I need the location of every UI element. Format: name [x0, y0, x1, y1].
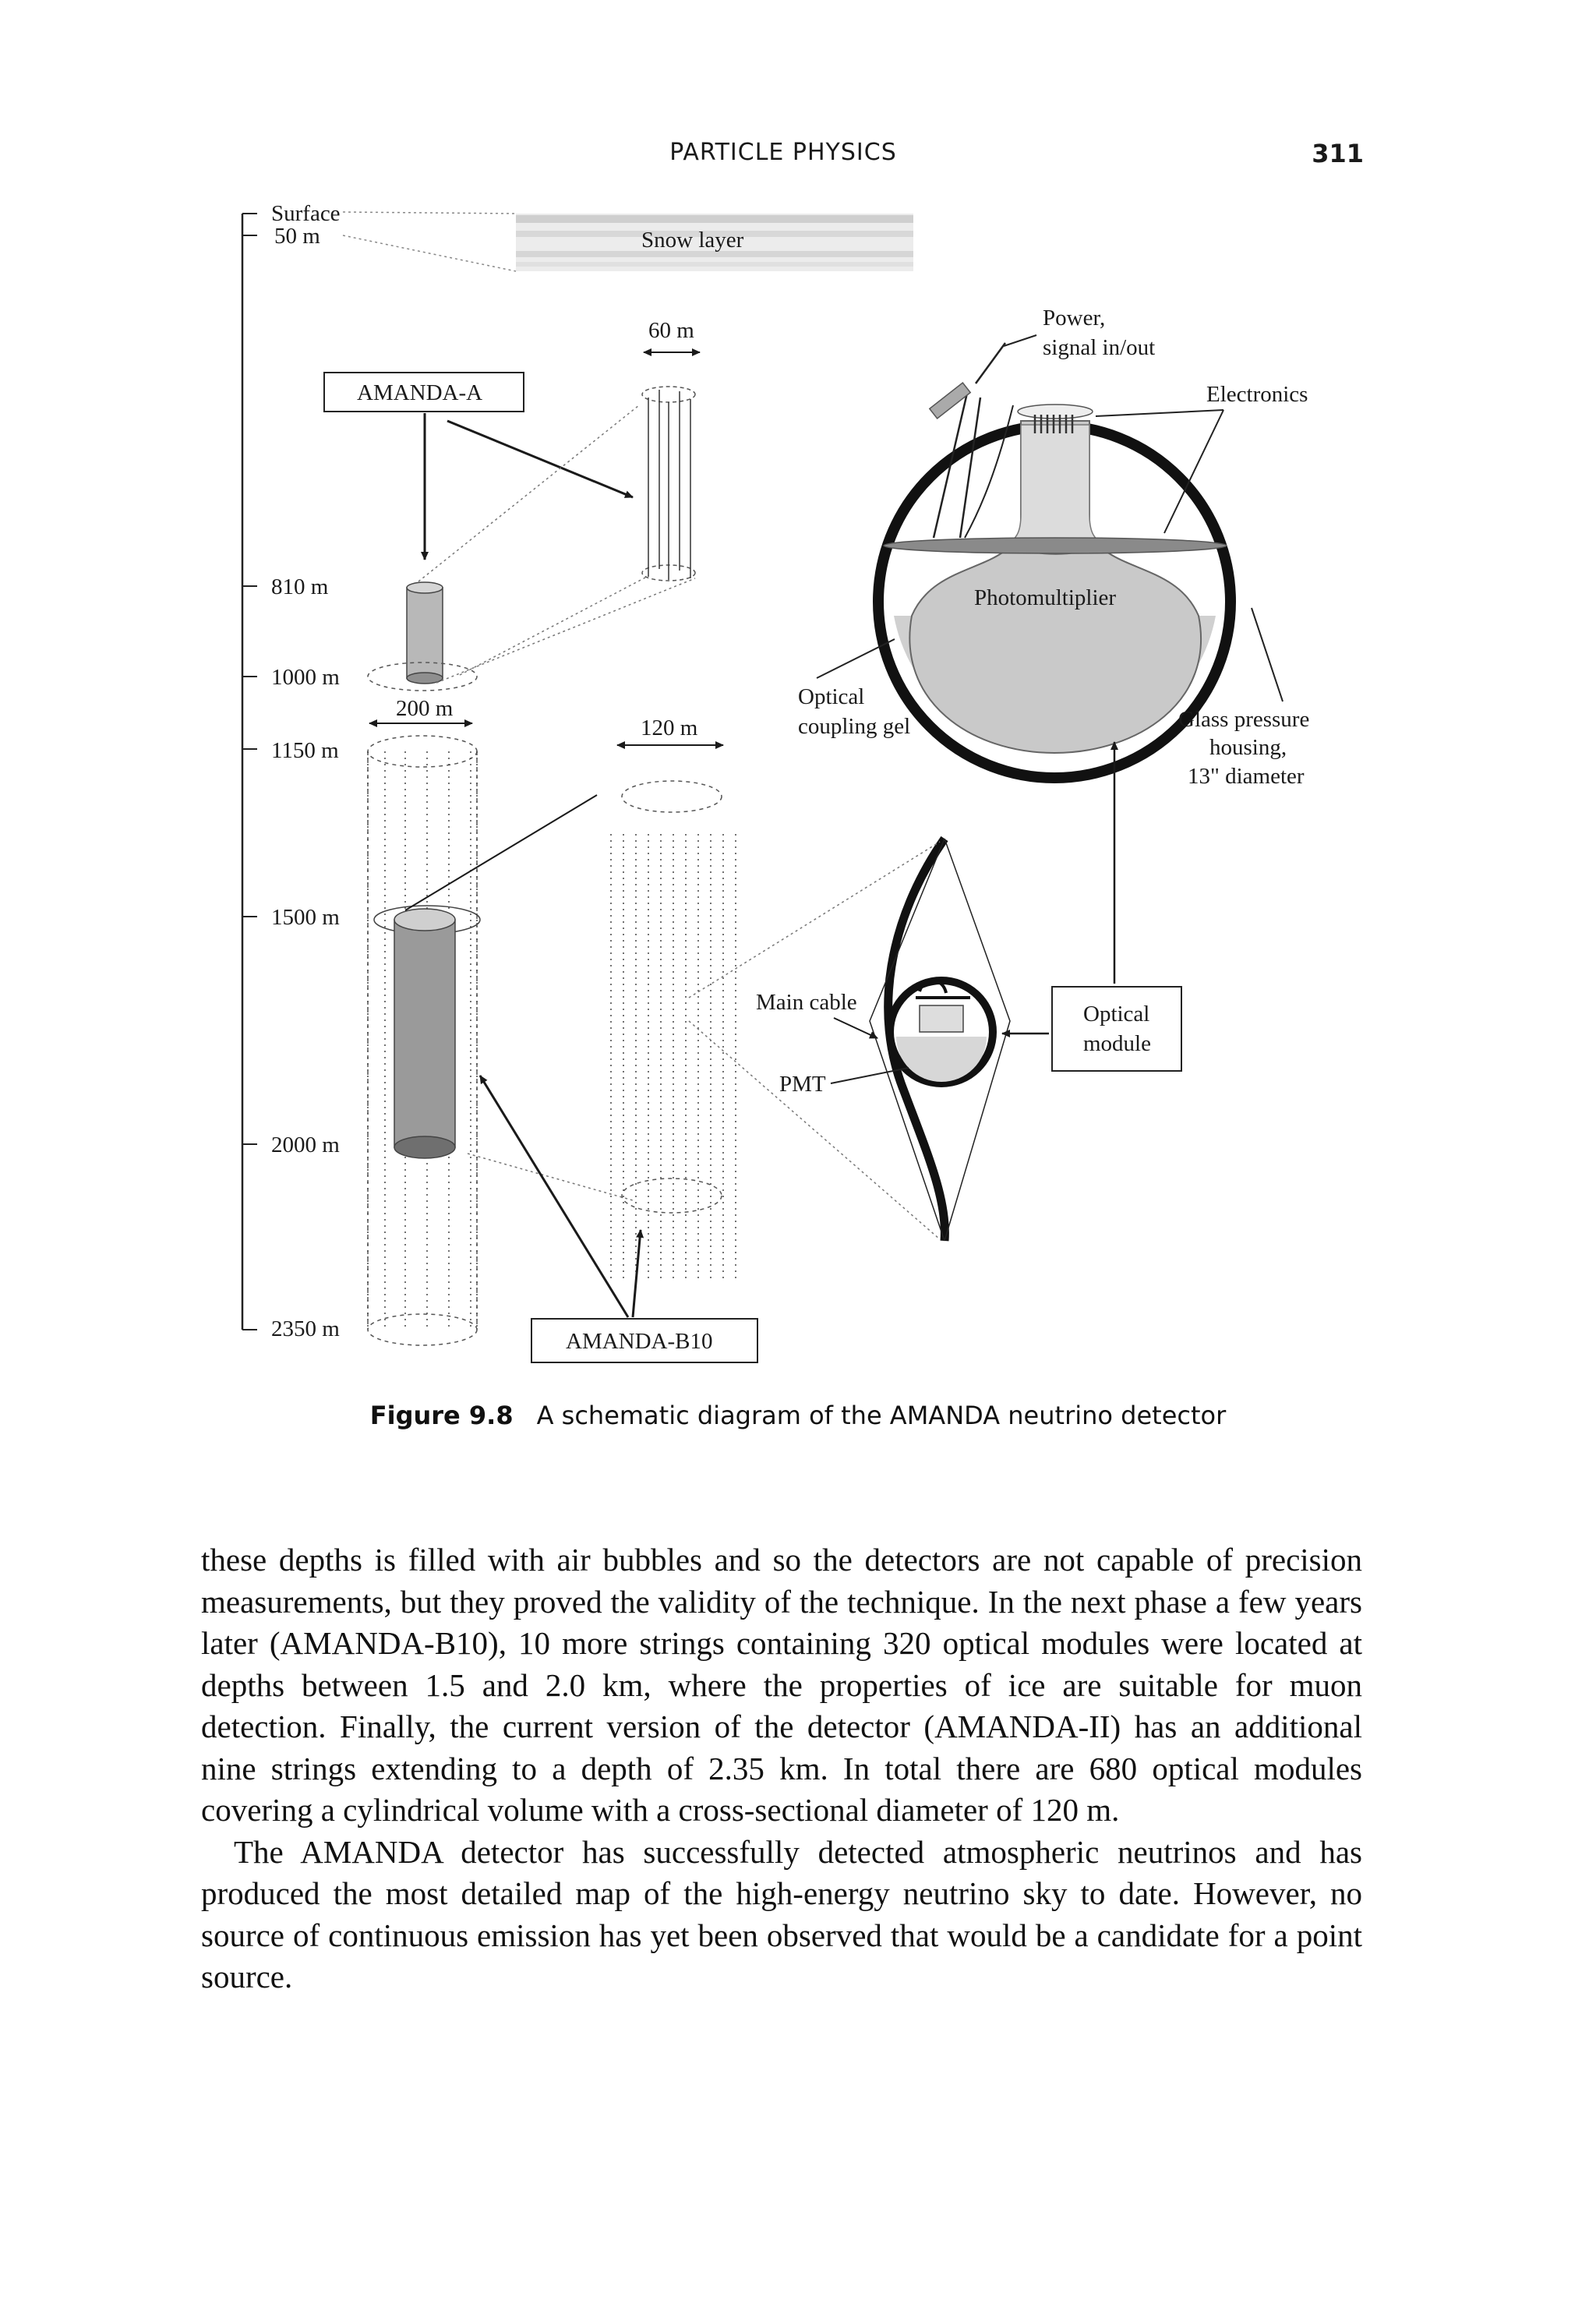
amanda-a-cylinder	[406, 581, 443, 684]
depth-label-1500m: 1500 m	[271, 905, 340, 930]
svg-text:Optical: Optical	[1083, 1002, 1149, 1026]
gel-label-2: coupling gel	[798, 714, 910, 739]
amanda-b10-arrow-right	[631, 1229, 644, 1318]
depth-label-surface: Surface	[271, 201, 341, 226]
page-number: 311	[1312, 139, 1364, 168]
depth-label-810m: 810 m	[271, 574, 329, 599]
gel-label-1: Optical	[798, 684, 864, 709]
dim-120m-label: 120 m	[641, 716, 698, 740]
glass-label-1: Glass pressure	[1178, 707, 1309, 732]
optical-module-box: Optical module	[1051, 986, 1182, 1072]
svg-text:AMANDA-A: AMANDA-A	[357, 380, 482, 405]
main-cable-label: Main cable	[756, 990, 857, 1015]
snow-layer-label: Snow layer	[641, 228, 744, 253]
svg-text:AMANDA-B10: AMANDA-B10	[566, 1329, 713, 1354]
main-cable-arrow	[833, 1017, 878, 1039]
glass-label-3: 13" diameter	[1188, 764, 1305, 789]
optical-module-small	[869, 836, 1011, 1242]
amanda-a-strings-detail	[641, 386, 696, 581]
depth-label-50m: 50 m	[274, 224, 320, 249]
depth-label-1000m: 1000 m	[271, 665, 340, 690]
figure-label: Figure 9.8	[369, 1401, 514, 1430]
depth-label-2350m: 2350 m	[271, 1316, 340, 1341]
snow-layer: Snow layer	[342, 211, 913, 272]
depth-label-2000m: 2000 m	[271, 1132, 340, 1157]
amanda-b10-box: AMANDA-B10	[531, 1318, 758, 1363]
power-label-1: Power,	[1043, 306, 1105, 330]
glass-label-2: housing,	[1209, 735, 1287, 760]
dim-200m-label: 200 m	[396, 696, 454, 721]
body-text: these depths is filled with air bubbles …	[201, 1539, 1362, 1998]
figure-caption: Figure 9.8 A schematic diagram of the AMA…	[0, 1401, 1596, 1430]
depth-label-1150m: 1150 m	[271, 738, 339, 763]
pmt-label: PMT	[779, 1072, 826, 1097]
electronics-label: Electronics	[1206, 382, 1308, 407]
amanda-b10-cylinder	[373, 905, 481, 1159]
optical-module-detail	[873, 342, 1236, 783]
amanda-a-box: AMANDA-A	[323, 372, 524, 412]
amanda-a-arrow-right	[447, 419, 634, 499]
paragraph-1: these depths is filled with air bubbles …	[201, 1542, 1362, 1828]
power-label-2: signal in/out	[1043, 335, 1155, 360]
dim-60m-label: 60 m	[648, 318, 694, 343]
running-head: PARTICLE PHYSICS 311	[203, 139, 1364, 173]
amanda-b10-arrow-left	[478, 1075, 630, 1318]
svg-text:module: module	[1083, 1031, 1151, 1056]
depth-scale: Surface 50 m 810 m 1000 m 1150 m 1500 m …	[241, 201, 341, 1341]
running-title: PARTICLE PHYSICS	[669, 139, 897, 166]
photomultiplier-label: Photomultiplier	[974, 585, 1116, 610]
paragraph-2: The AMANDA detector has successfully det…	[201, 1833, 1362, 1995]
amanda-detector-diagram: Surface 50 m 810 m 1000 m 1150 m 1500 m …	[241, 201, 1309, 1363]
amanda-b10-strings-detail	[610, 780, 736, 1278]
figure-caption-text: A schematic diagram of the AMANDA neutri…	[536, 1401, 1227, 1430]
